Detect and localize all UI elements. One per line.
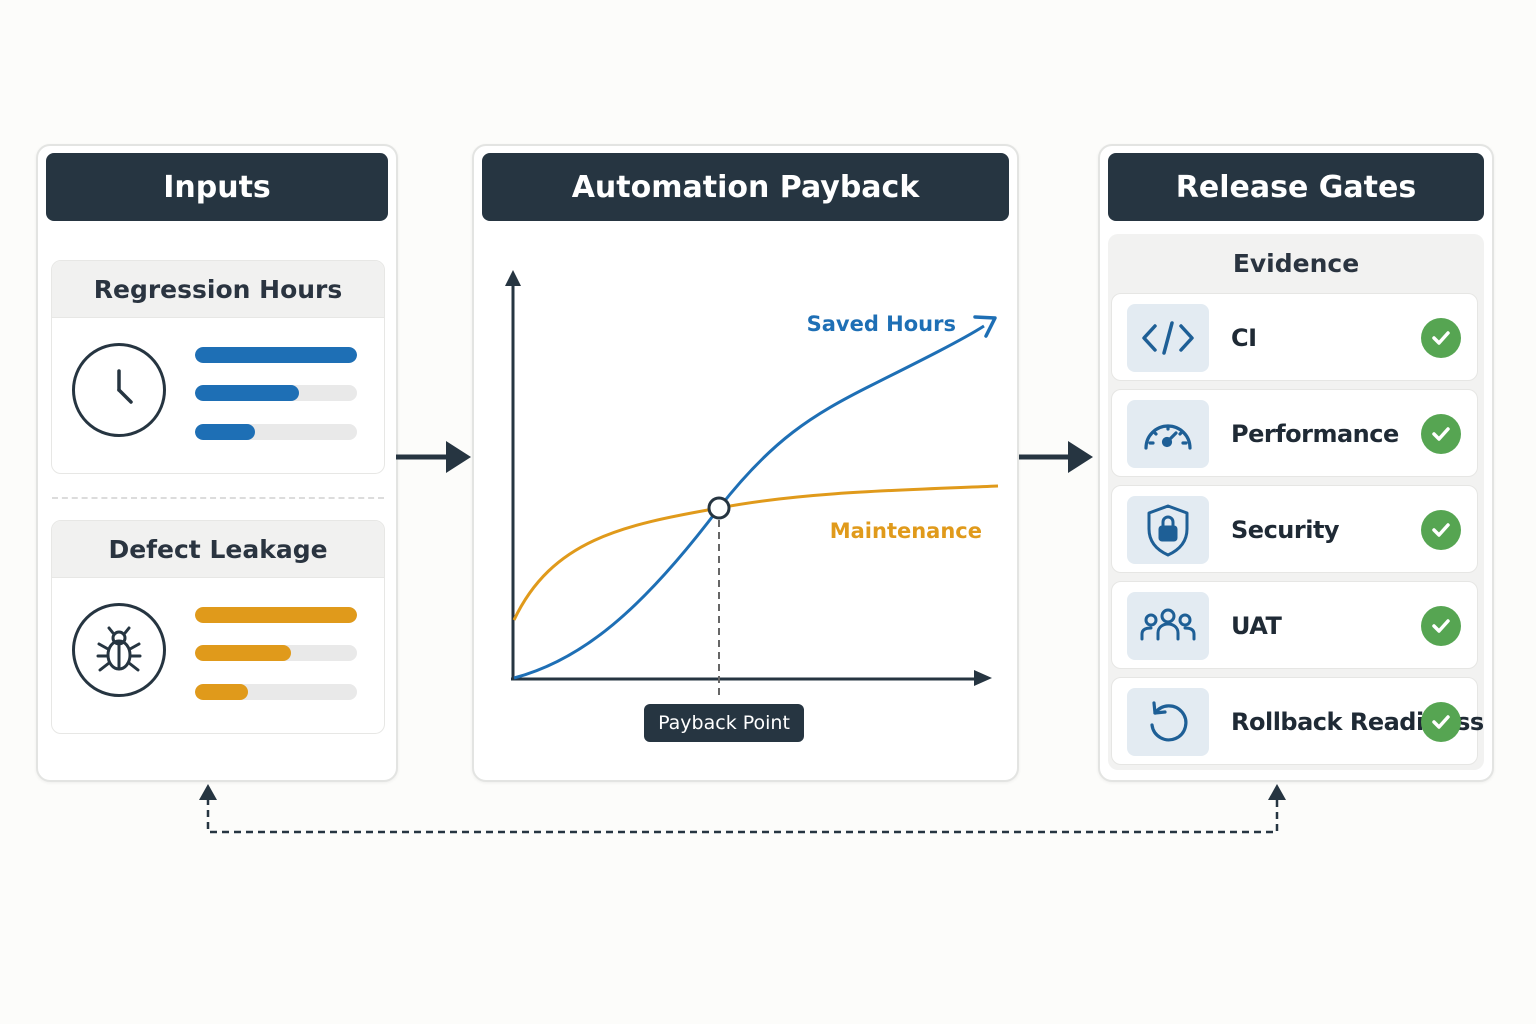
saved-hours-curve (513, 324, 985, 680)
payback-panel: Automation Payback (472, 144, 1019, 782)
inputs-panel: Inputs Regression Hours Defect Leakage (36, 144, 398, 782)
regression-bar-3 (195, 424, 357, 440)
gauge-icon (1127, 400, 1209, 468)
gate-row-ci: CI (1111, 293, 1478, 381)
regression-bar-2-fill (195, 385, 299, 401)
defect-bar-1-fill (195, 607, 357, 623)
ci-check-icon (1421, 318, 1461, 358)
regression-bar-1 (195, 347, 357, 363)
inputs-panel-title: Inputs (46, 153, 388, 221)
defect-bar-3 (195, 684, 357, 700)
evidence-title: Evidence (1232, 249, 1360, 278)
release-gates-title: Release Gates (1108, 153, 1484, 221)
evidence-section: Evidence CI (1108, 234, 1484, 770)
users-icon (1127, 592, 1209, 660)
gate-row-security: Security (1111, 485, 1478, 573)
saved-hours-label: Saved Hours (807, 312, 956, 336)
release-gates-panel: Release Gates Evidence CI (1098, 144, 1494, 782)
gate-label-security: Security (1231, 516, 1340, 544)
gate-row-rollback: Rollback Readiness (1111, 677, 1484, 765)
performance-check-icon (1421, 414, 1461, 454)
feedback-arrowhead-left (199, 784, 217, 800)
regression-bar-1-fill (195, 347, 357, 363)
defect-bar-1 (195, 607, 357, 623)
defect-leakage-title: Defect Leakage (52, 521, 384, 578)
rollback-check-icon (1421, 702, 1461, 742)
defect-leakage-card: Defect Leakage (51, 520, 385, 734)
gate-label-ci: CI (1231, 324, 1257, 352)
uat-check-icon (1421, 606, 1461, 646)
feedback-loop-connector (199, 784, 1286, 834)
payback-point-marker (707, 496, 731, 520)
regression-hours-title: Regression Hours (52, 261, 384, 318)
regression-bar-3-fill (195, 424, 255, 440)
defect-bar-2 (195, 645, 357, 661)
shield-lock-icon (1127, 496, 1209, 564)
gate-label-uat: UAT (1231, 612, 1282, 640)
payback-panel-title: Automation Payback (482, 153, 1009, 221)
maintenance-label: Maintenance (830, 519, 982, 543)
code-icon (1127, 304, 1209, 372)
regression-hours-card: Regression Hours (51, 260, 385, 474)
regression-bar-2 (195, 385, 357, 401)
payback-to-gates-arrow (1018, 441, 1093, 473)
rollback-icon (1127, 688, 1209, 756)
inputs-divider (52, 497, 384, 499)
defect-bar-3-fill (195, 684, 249, 700)
gate-row-uat: UAT (1111, 581, 1478, 669)
clock-icon (72, 343, 166, 437)
feedback-arrowhead-right (1268, 784, 1286, 800)
y-axis-arrowhead (505, 270, 521, 286)
security-check-icon (1421, 510, 1461, 550)
gate-row-performance: Performance (1111, 389, 1478, 477)
gate-label-performance: Performance (1231, 420, 1399, 448)
payback-chart: Saved Hours Maintenance (505, 270, 999, 700)
bug-icon (72, 603, 166, 697)
saved-hours-arrowhead (973, 315, 997, 338)
inputs-to-payback-arrow (396, 441, 471, 473)
defect-bar-2-fill (195, 645, 291, 661)
x-axis-arrowhead (974, 670, 992, 686)
maintenance-curve (512, 484, 999, 621)
payback-point-label: Payback Point (644, 704, 804, 742)
